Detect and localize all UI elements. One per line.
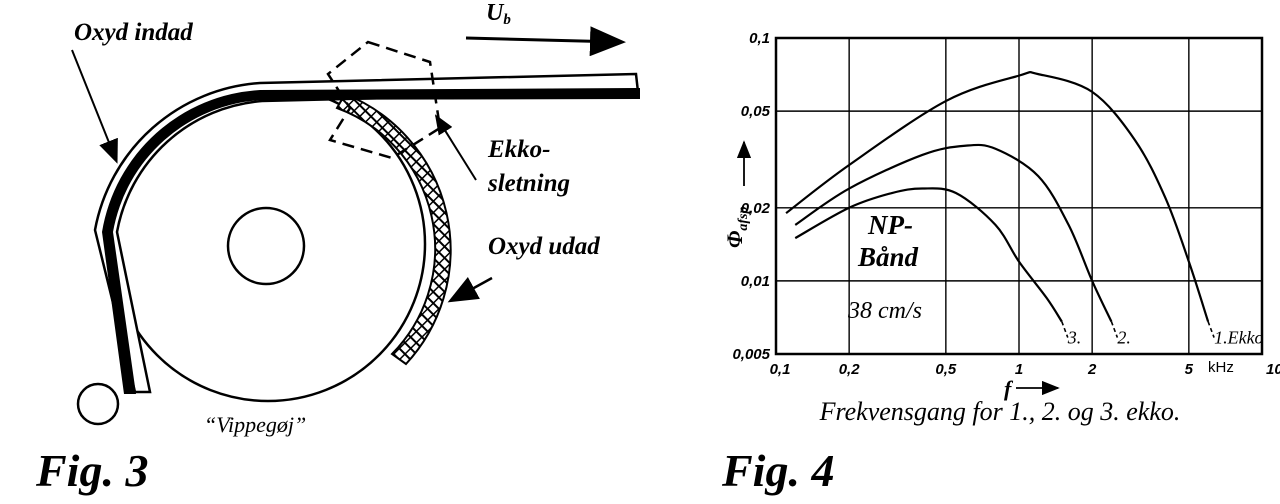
y-tick-label: 0,1 (749, 30, 770, 47)
series-tail-1 (1207, 321, 1215, 338)
drum-hub (226, 206, 306, 286)
annotation-tape-2: Bånd (857, 242, 919, 272)
x-axis-unit: kHz (1208, 359, 1234, 376)
x-tick-label: 0,5 (935, 361, 957, 378)
guide-roller (76, 382, 120, 426)
chart-title: Frekvensgang for 1., 2. og 3. ekko. (819, 397, 1181, 426)
tape-outer (93, 72, 640, 394)
fig4-caption: Fig. 4 (721, 445, 834, 496)
oxide-outward-arrow (447, 276, 493, 303)
x-tick-label: 0,2 (839, 361, 861, 378)
series-line-1 (785, 71, 1210, 322)
y-tick-label: 0,02 (741, 200, 771, 217)
series-line-3 (794, 187, 1063, 323)
x-tick-label: 0,1 (770, 361, 791, 378)
tape-speed-arrow (465, 26, 626, 57)
echo-erase-head-outline (326, 40, 442, 160)
plot-series: 1.Ekko 2. 3. (785, 71, 1264, 348)
x-tick-label: 5 (1185, 361, 1194, 378)
oxide-outward-band (335, 92, 452, 366)
series-label-3: 3. (1067, 328, 1082, 348)
y-axis-label: Φafsp (722, 207, 751, 248)
y-tick-label: 0,01 (741, 273, 770, 290)
fig3-caption: Fig. 3 (35, 445, 148, 496)
x-tick-label: 10 (1266, 361, 1280, 378)
series-tail-2 (1110, 321, 1119, 338)
annotation-tape-1: NP- (867, 210, 913, 240)
label-oxide-inward: Oxyd indad (74, 19, 193, 46)
label-oxide-outward: Oxyd udad (488, 233, 600, 260)
label-rocker: “Vippegøj” (204, 412, 306, 437)
annotation-speed: 38 cm/s (847, 298, 922, 324)
label-echo-erase-2: sletning (487, 170, 570, 197)
series-label-1: 1.Ekko (1214, 328, 1263, 348)
label-echo-erase-1: Ekko- (487, 136, 551, 163)
echo-erase-arrow (434, 114, 477, 181)
series-line-2 (794, 143, 1113, 323)
oxide-inward-arrow (71, 49, 118, 164)
series-tail-3 (1061, 321, 1069, 338)
y-tick-label: 0,005 (732, 346, 770, 363)
fig3-diagram: Oxyd indad Oxyd udad Ekko- sletning “Vip… (35, 0, 640, 496)
plot-ticks: 0,1 0,2 0,5 1 2 5 10 0,005 0,01 0,02 0,05 0,1 (732, 30, 1280, 378)
y-tick-label: 0,05 (741, 103, 771, 120)
series-label-2: 2. (1117, 328, 1131, 348)
x-tick-label: 2 (1087, 361, 1097, 378)
label-tape-speed: Ub (486, 0, 511, 28)
x-tick-label: 1 (1015, 361, 1023, 378)
svg-text:Φafsp: Φafsp (722, 207, 751, 248)
x-axis-label: f (1004, 376, 1014, 401)
